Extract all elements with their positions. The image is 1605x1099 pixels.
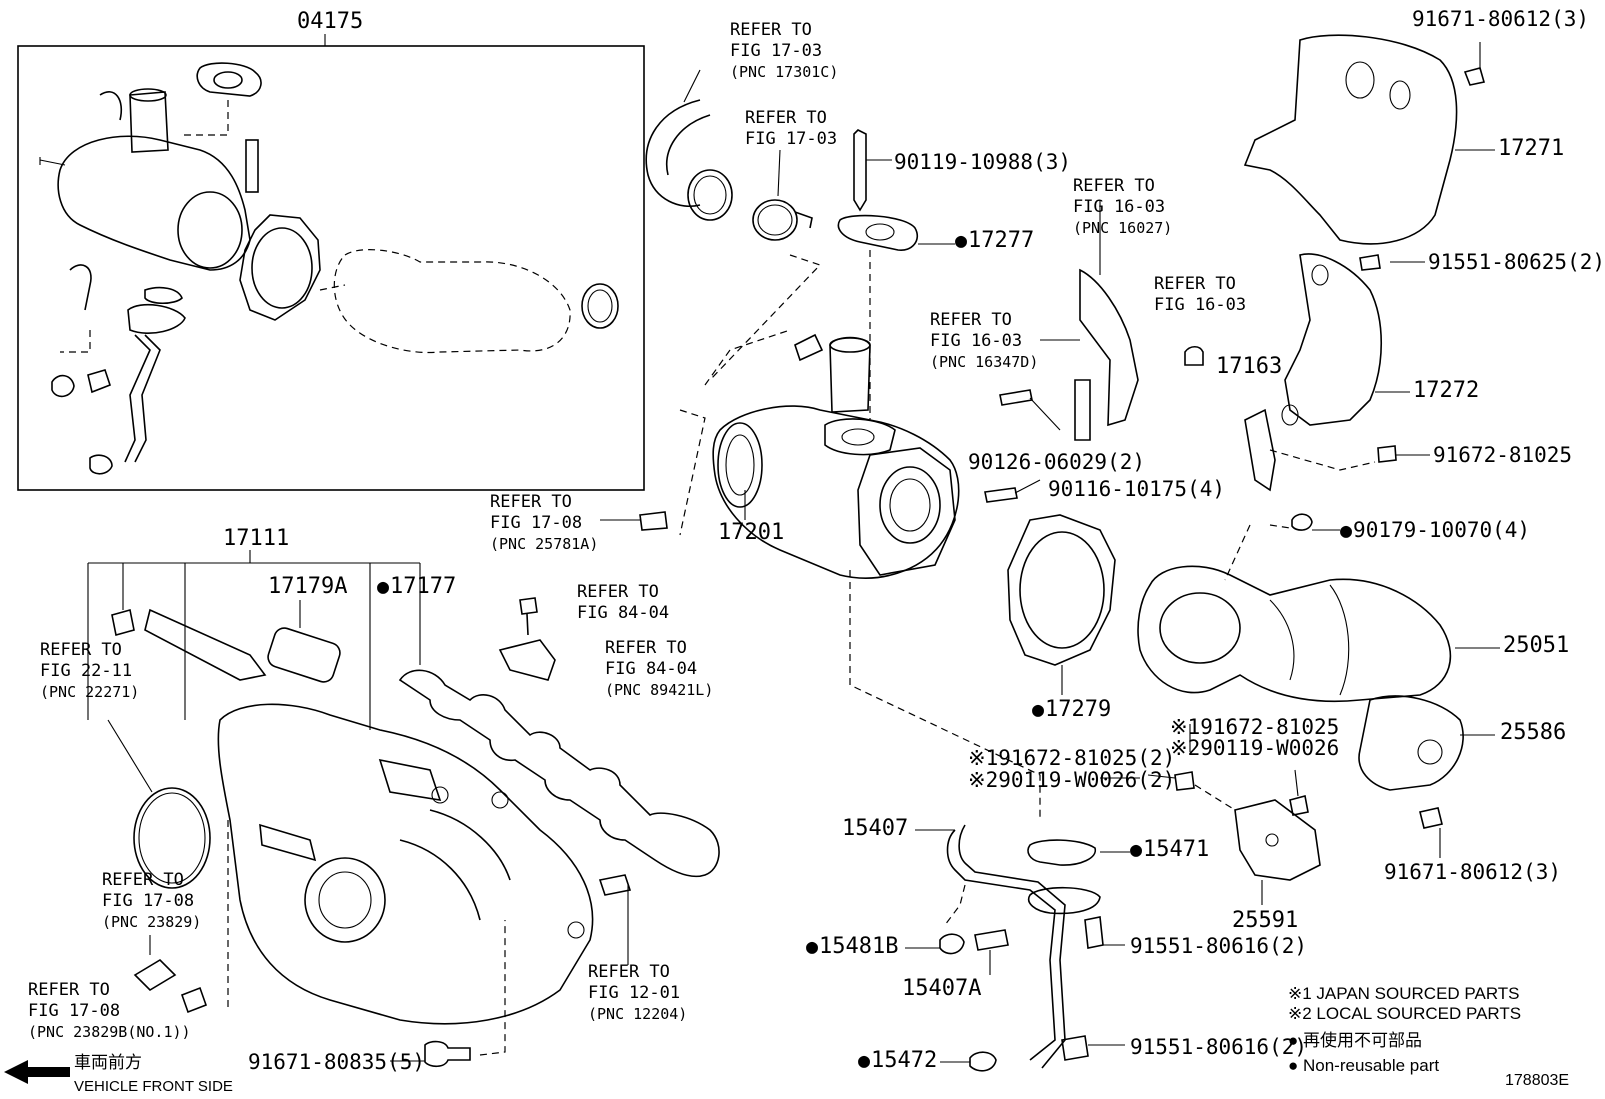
label-15472: 15472 [858,1050,937,1072]
label-17272: 17272 [1413,378,1480,403]
studs-center [600,200,1139,531]
label-15471: 15471 [1130,839,1209,861]
label-jp-91672-81025: ※191672-81025 [1170,715,1340,739]
label-91671-80612-top: 91671-80612(3) [1412,7,1590,31]
direction-en: VEHICLE FRONT SIDE [74,1078,233,1095]
legend-nonreusable-jp: ● 再使用不可部品 [1288,1031,1422,1050]
label-91671-80612-bot: 91671-80612(3) [1384,860,1562,884]
label-jp-91672-81025-2: ※191672-81025(2) [968,746,1176,770]
label-90179-10070: 90179-10070(4) [1340,520,1530,541]
label-17277: 17277 [955,230,1034,252]
label-17279: 17279 [1032,699,1111,721]
diagram-code: 178803E [1505,1072,1570,1089]
bullet-icon: ● [1288,1031,1303,1050]
label-15407: 15407 [842,816,909,841]
label-25051: 25051 [1503,633,1570,658]
legend-local: ※2 LOCAL SOURCED PARTS [1288,1004,1522,1023]
label-90126-06029: 90126-06029(2) [968,450,1146,474]
label-17111: 17111 [223,526,290,551]
oil-pipes [905,777,1140,1072]
label-90116-10175: 90116-10175(4) [1048,477,1226,501]
inset-04175 [17,34,645,491]
label-local-90119-W0026: ※290119-W0026 [1170,736,1340,760]
insulators-right [1184,34,1495,492]
label-15407A: 15407A [902,976,982,1001]
turbocharger-17201 [679,329,960,579]
label-90119-10988: 90119-10988(3) [894,150,1072,174]
bullet-icon: ● [1288,1056,1303,1075]
intake-manifold [107,597,720,1068]
front-arrow-icon [4,1060,70,1084]
label-local-90119-W0026-2: ※290119-W0026(2) [968,768,1176,792]
label-17179A: 17179A [268,574,348,599]
label-15481B: 15481B [806,936,898,958]
bracket-25591 [1147,724,1321,905]
converter-25051 [1137,513,1500,858]
legend-nonreusable-en: ● Non-reusable part [1288,1056,1440,1075]
label-25591: 25591 [1232,908,1299,933]
label-91672-81025: 91672-81025 [1433,443,1573,467]
label-91551-80616-a: 91551-80616(2) [1130,934,1308,958]
direction-jp: 車両前方 [74,1053,142,1072]
label-91551-80616-b: 91551-80616(2) [1130,1035,1308,1059]
gasket-17279 [849,514,1116,820]
label-04175: 04175 [297,9,364,34]
label-17271: 17271 [1498,136,1565,161]
label-17177: 17177 [377,576,456,598]
label-91551-80625: 91551-80625(2) [1428,250,1605,274]
hoses-gaskets [645,69,1080,420]
label-17201: 17201 [718,520,785,545]
label-91671-80835: 91671-80835(5) [248,1050,426,1074]
label-17163: 17163 [1216,354,1283,379]
legend-japan: ※1 JAPAN SOURCED PARTS [1288,984,1520,1003]
label-25586: 25586 [1500,720,1567,745]
